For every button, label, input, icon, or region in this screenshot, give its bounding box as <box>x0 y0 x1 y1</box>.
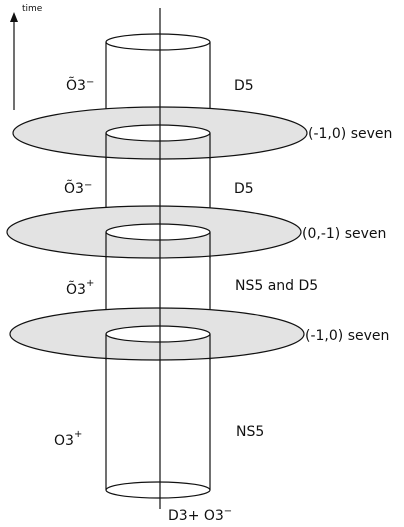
sevenbrane-2-label: (0,-1) seven <box>302 226 386 242</box>
region-2-brane: D5 <box>234 181 254 197</box>
disk-1-cylinder-cross-section <box>105 124 211 142</box>
cylinder-bottom-back <box>105 481 211 491</box>
cylinder <box>105 33 211 499</box>
region-3-orientifold: Õ3+ <box>66 278 94 298</box>
region-1-orientifold: Õ3− <box>66 77 94 94</box>
sevenbrane-3-label: (-1,0) seven <box>305 328 389 344</box>
cylinder-top-cap <box>105 33 211 51</box>
region-4-brane: NS5 <box>236 424 264 440</box>
disk-2-cylinder-cross-section <box>105 223 211 241</box>
region-3-brane: NS5 and D5 <box>235 278 318 294</box>
sevenbrane-1-label: (-1,0) seven <box>308 126 392 142</box>
bottom-label: D3+ O3− <box>168 506 232 524</box>
time-axis: time <box>10 4 43 110</box>
time-label: time <box>22 4 43 14</box>
cylinder-bottom-front <box>105 489 211 499</box>
region-2-orientifold: Õ3− <box>64 180 92 197</box>
region-4-orientifold: O3+ <box>54 429 82 449</box>
disk-3-cylinder-cross-section <box>105 325 211 343</box>
sevenbrane-disk-2 <box>6 205 302 259</box>
region-1-brane: D5 <box>234 78 254 94</box>
sevenbrane-disk-3 <box>9 307 305 361</box>
time-arrowhead-icon <box>10 12 18 22</box>
